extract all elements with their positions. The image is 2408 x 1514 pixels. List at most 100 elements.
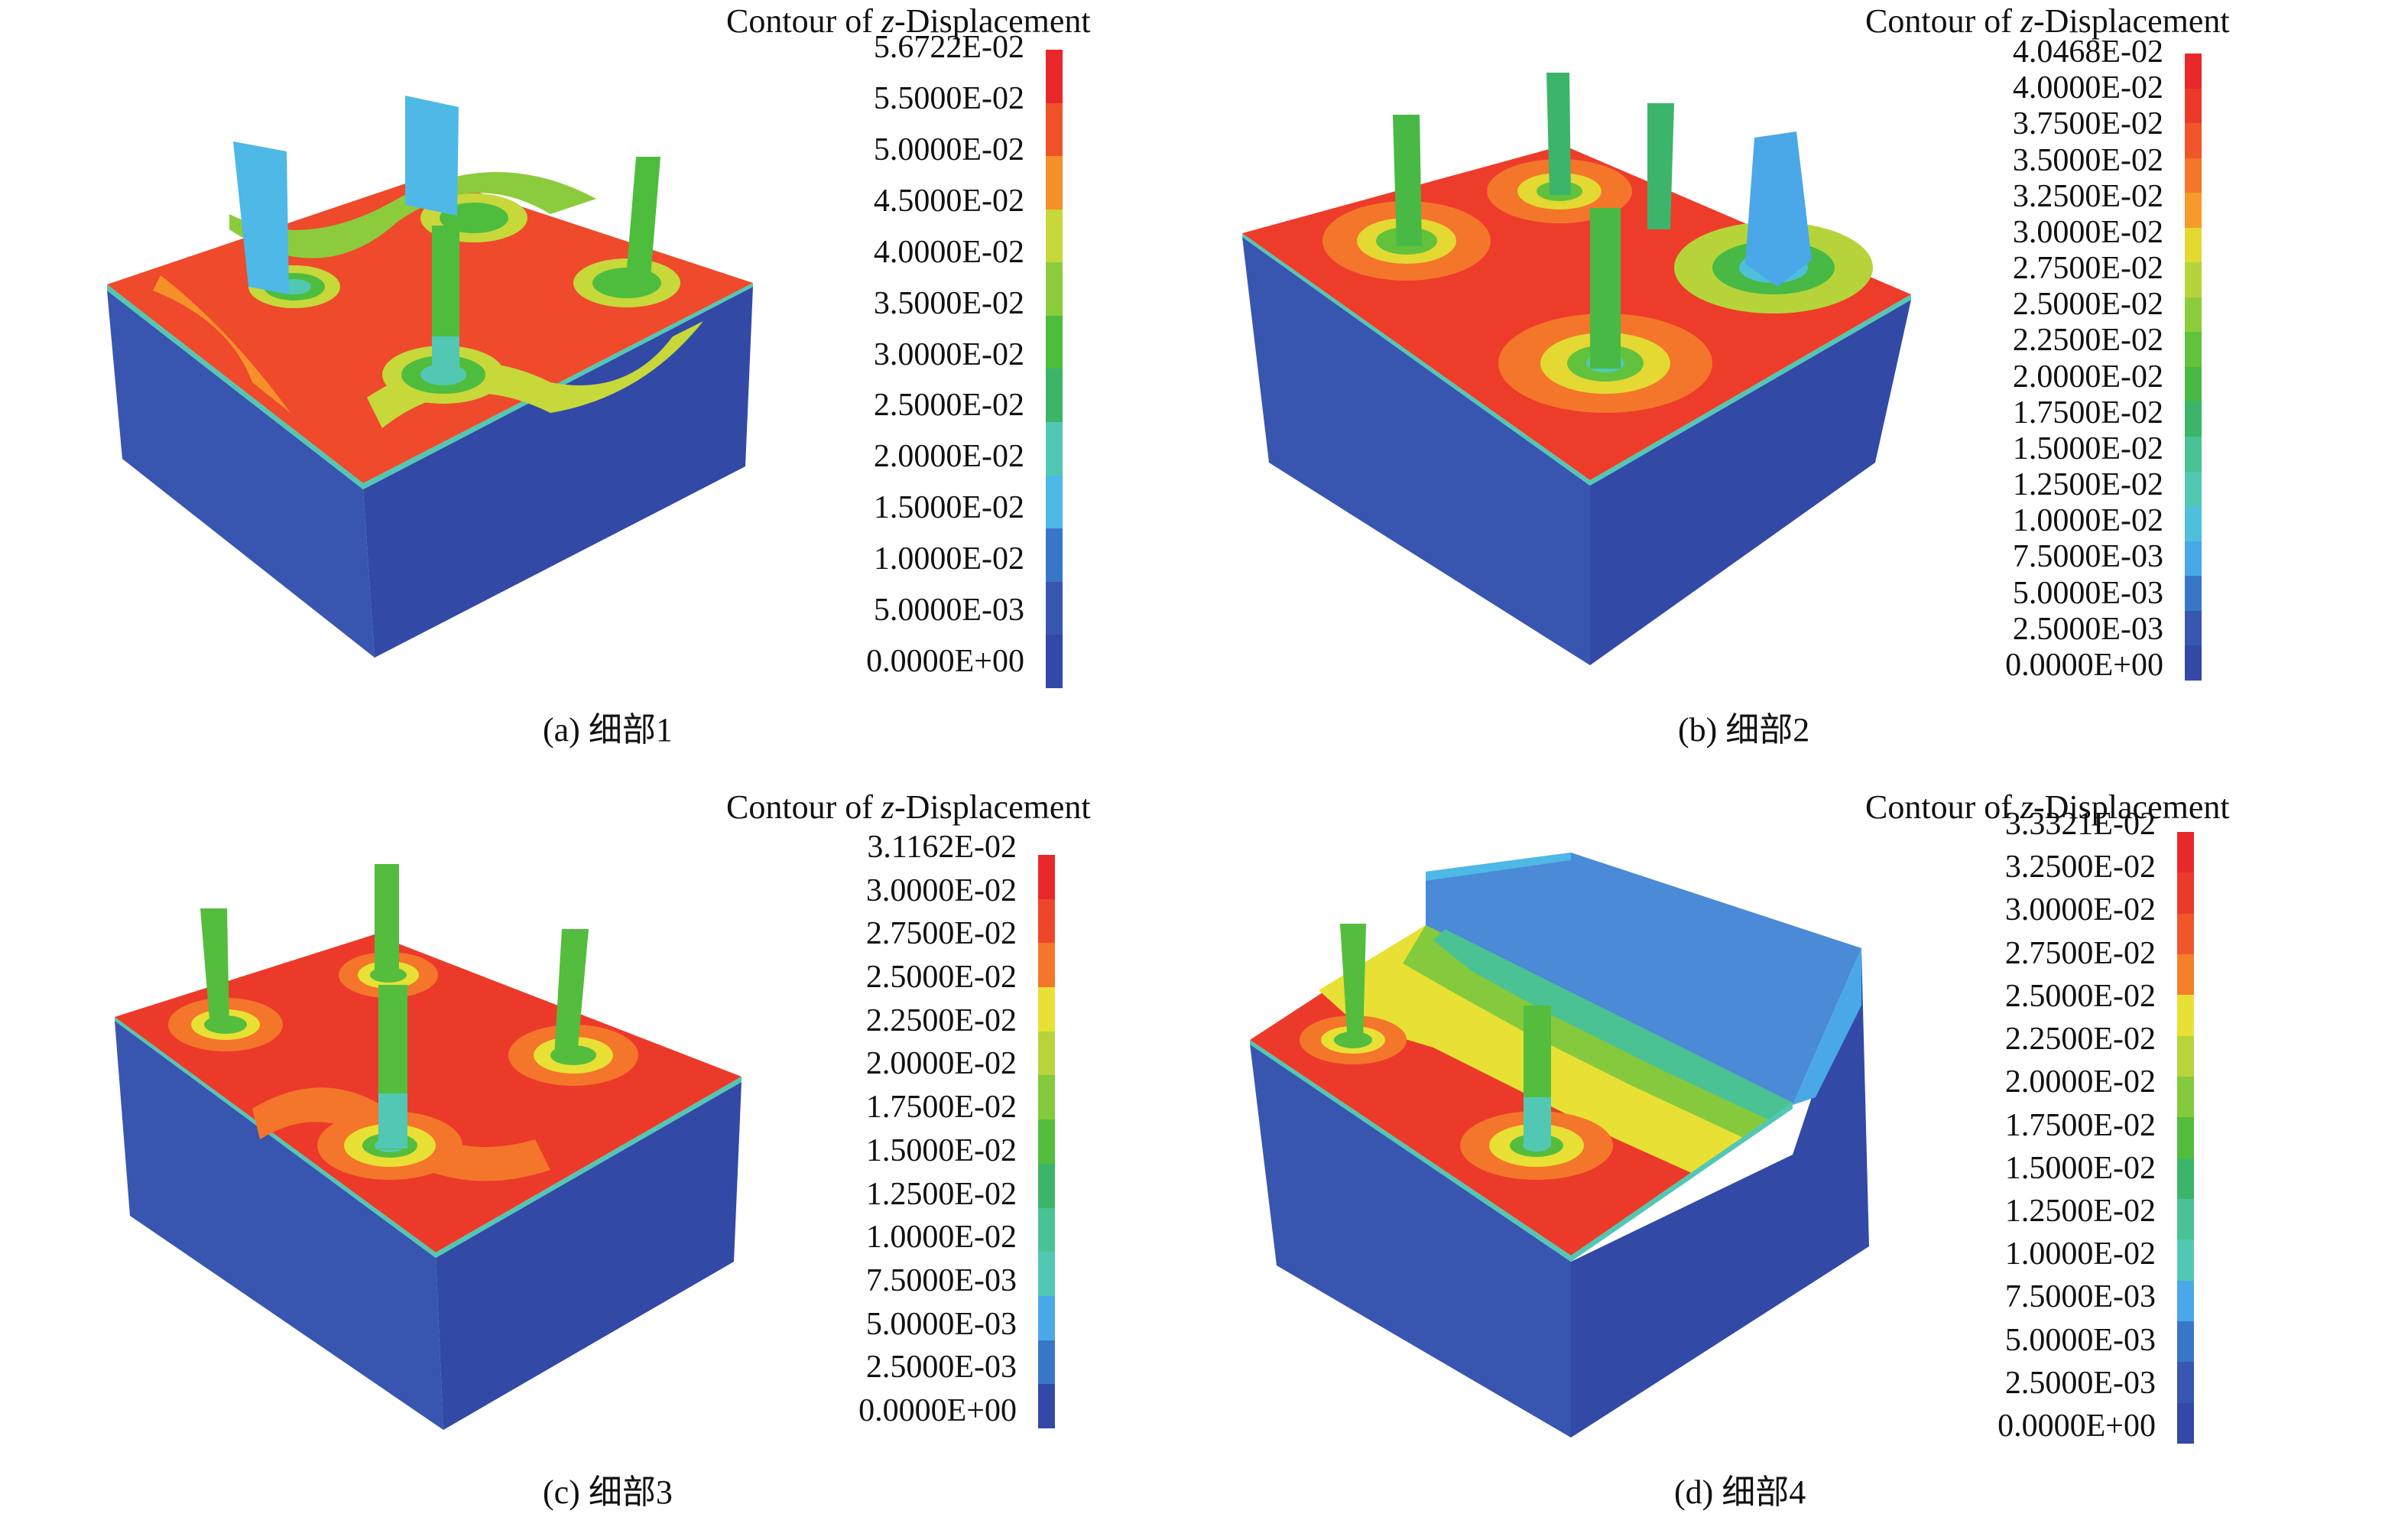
color-segment [2185,541,2202,577]
tick-label: 1.0000E-02 [865,1220,1017,1256]
tick-label: 1.0000E-02 [873,541,1024,577]
model-render-d [1250,853,1869,1438]
tick-label: 5.0000E-03 [2004,1322,2156,1358]
tick-label: 1.2500E-02 [865,1176,1017,1212]
color-segment [1046,581,1063,635]
color-segment [2185,54,2202,89]
color-segment [2185,576,2202,611]
tick-label: 2.0000E-02 [865,1046,1017,1082]
color-segment [2177,1035,2194,1077]
color-segment [1046,262,1063,316]
tick-label: 3.3321E-02 [2004,807,2156,842]
tick-label: 5.0000E-02 [873,132,1024,167]
color-segment [1038,1163,1055,1208]
tick-label: 0.0000E+00 [1997,1408,2156,1444]
tick-label: 2.7500E-02 [865,916,1017,952]
tick-label: 2.2500E-02 [2012,323,2163,359]
tick-label: 2.5000E-02 [2012,287,2163,323]
color-segment [2185,262,2202,297]
color-segment [2185,332,2202,367]
color-segment [2177,954,2194,996]
tick-label: 1.7500E-02 [2012,395,2163,430]
color-segment [2185,193,2202,228]
color-segment [2185,471,2202,507]
color-segment [1046,209,1063,263]
tick-label: 3.5000E-02 [2012,142,2163,178]
legend-title-c: Contour of z-Displacement [726,788,1091,826]
color-segment [2177,1198,2194,1240]
tick-label: 5.0000E-03 [865,1306,1017,1342]
color-segment [1046,369,1063,423]
tick-label: 1.7500E-02 [865,1090,1017,1126]
tick-label: 2.7500E-02 [2012,251,2163,287]
color-segment [2185,88,2202,124]
tick-label: 3.0000E-02 [865,872,1017,908]
caption-c: (c) 细部3 [543,1473,673,1511]
panel-d: Contour of z-Displacement 3.3321E-02 3.25… [1204,757,2408,1514]
model-render-b [1242,73,1911,665]
color-segment [2177,1280,2194,1321]
color-bar-c [1038,855,1055,1428]
color-segment [1038,1075,1055,1120]
panel-c: Contour of z-Displacement 3.1162E-02 3.00… [0,757,1204,1514]
tick-label: 2.5000E-03 [865,1350,1017,1386]
tick-label: 3.0000E-02 [873,336,1024,372]
color-segment [2177,872,2194,914]
tick-label: 1.2500E-02 [2004,1193,2156,1229]
tick-label: 7.5000E-03 [865,1262,1017,1298]
color-segment [2177,1117,2194,1158]
color-segment [2177,1321,2194,1363]
color-segment [1046,528,1063,582]
tick-label: 2.0000E-02 [873,439,1024,475]
tick-label: 2.5000E-02 [873,388,1024,424]
tick-label: 3.2500E-02 [2004,850,2156,885]
tick-label: 0.0000E+00 [858,1393,1017,1428]
tick-label: 5.6722E-02 [873,30,1024,65]
tick-label: 2.5000E-03 [2004,1365,2156,1401]
color-segment [2185,610,2202,646]
tick-label: 3.7500E-02 [2012,106,2163,142]
tick-label: 4.0000E-02 [873,234,1024,270]
color-segment [2185,437,2202,472]
color-segment [1038,1119,1055,1164]
caption-d: (d) 细部4 [1674,1473,1806,1511]
caption-a: (a) 细部1 [543,711,673,749]
tick-label: 2.7500E-02 [2004,935,2156,971]
color-segment [1038,1295,1055,1340]
color-segment [2177,1239,2194,1281]
tick-label: 1.5000E-02 [2012,430,2163,466]
tick-label: 3.0000E-02 [2004,892,2156,928]
model-render-a [107,96,753,658]
caption-b: (b) 细部2 [1678,711,1810,749]
tick-label: 5.0000E-03 [873,593,1024,629]
color-segment [2185,297,2202,333]
color-segment [2185,366,2202,402]
color-segment [1046,50,1063,103]
tick-label: 3.0000E-02 [2012,214,2163,250]
color-segment [1046,315,1063,369]
tick-label: 1.7500E-02 [2004,1107,2156,1143]
tick-label: 3.5000E-02 [873,285,1024,321]
tick-label: 5.5000E-02 [873,80,1024,116]
model-render-c [115,864,742,1430]
tick-label: 1.2500E-02 [2012,467,2163,503]
color-segment [2177,913,2194,954]
legend-title-d: Contour of z-Displacement [1865,788,2230,826]
color-segment [1038,1384,1055,1428]
color-segment [2177,1362,2194,1403]
color-bar-d [2177,832,2194,1444]
color-bar-a [1046,50,1063,688]
color-segment [1046,422,1063,476]
legend-title-b: Contour of z-Displacement [1865,2,2230,40]
color-segment [2185,506,2202,541]
color-segment [2185,645,2202,681]
tick-label: 2.2500E-02 [2004,1022,2156,1058]
color-bar-b [2185,54,2202,681]
tick-label: 3.1162E-02 [867,830,1017,865]
color-segment [1038,987,1055,1032]
color-segment [2177,1158,2194,1199]
tick-label: 1.5000E-02 [873,490,1024,526]
tick-label: 2.5000E-02 [2004,978,2156,1014]
tick-label: 2.5000E-02 [865,960,1017,996]
